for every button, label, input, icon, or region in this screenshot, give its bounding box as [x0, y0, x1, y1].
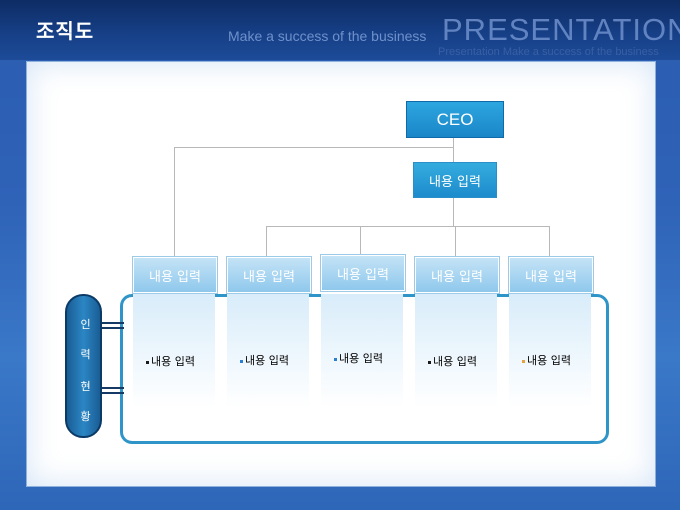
connector-branch-2	[266, 226, 267, 257]
staffing-item-text: 내용 입력	[527, 354, 571, 367]
staffing-item-text: 내용 입력	[151, 355, 195, 368]
pill-connector-lower	[102, 387, 124, 394]
bullet-icon	[428, 360, 431, 364]
staffing-column-4	[415, 294, 497, 408]
connector-staff-horizontal	[174, 147, 454, 148]
connector-ceo-mid	[453, 136, 454, 162]
staffing-item-text: 내용 입력	[433, 355, 477, 368]
connector-branch-3	[360, 226, 361, 257]
staffing-item-5: 내용 입력	[522, 352, 571, 368]
staffing-item-1: 내용 입력	[146, 353, 195, 369]
staffing-column-3	[321, 294, 403, 408]
department-box-4: 내용 입력	[415, 257, 499, 293]
bullet-icon	[334, 357, 337, 361]
connector-mid-down	[453, 196, 454, 226]
connector-branch-4	[455, 226, 456, 257]
mid-level-box: 내용 입력	[413, 162, 497, 198]
staffing-column-1	[133, 294, 215, 408]
side-label-char: 황	[80, 410, 91, 423]
header-brand-word: PRESENTATION	[442, 12, 680, 47]
department-box-3: 내용 입력	[321, 255, 405, 291]
side-label-char: 인	[80, 318, 91, 331]
staffing-item-text: 내용 입력	[245, 354, 289, 367]
side-label-pill: 인 력 현 황	[65, 294, 102, 438]
page-title: 조직도	[36, 19, 95, 43]
bullet-icon	[240, 359, 243, 363]
department-box-2: 내용 입력	[227, 257, 311, 293]
header-bar: 조직도 Make a success of the business PRESE…	[0, 0, 680, 60]
staffing-item-3: 내용 입력	[334, 350, 383, 366]
department-box-5: 내용 입력	[509, 257, 593, 293]
connector-branch-5	[549, 226, 550, 257]
staffing-item-text: 내용 입력	[339, 352, 383, 365]
connector-staff-vertical	[174, 147, 175, 257]
header-ghost-text: Presentation Make a success of the busin…	[438, 46, 659, 58]
bullet-icon	[146, 360, 149, 364]
header-tagline: Make a success of the business	[228, 28, 427, 44]
staffing-column-2	[227, 294, 309, 408]
connector-branch-horizontal	[266, 226, 549, 227]
side-label-char: 력	[80, 348, 91, 361]
staffing-item-4: 내용 입력	[428, 353, 477, 369]
department-box-1: 내용 입력	[133, 257, 217, 293]
pill-connector-upper	[102, 322, 124, 329]
side-label-char: 현	[80, 380, 91, 393]
staffing-column-5	[509, 294, 591, 408]
ceo-box: CEO	[406, 101, 504, 138]
bullet-icon	[522, 359, 525, 363]
staffing-item-2: 내용 입력	[240, 352, 289, 368]
